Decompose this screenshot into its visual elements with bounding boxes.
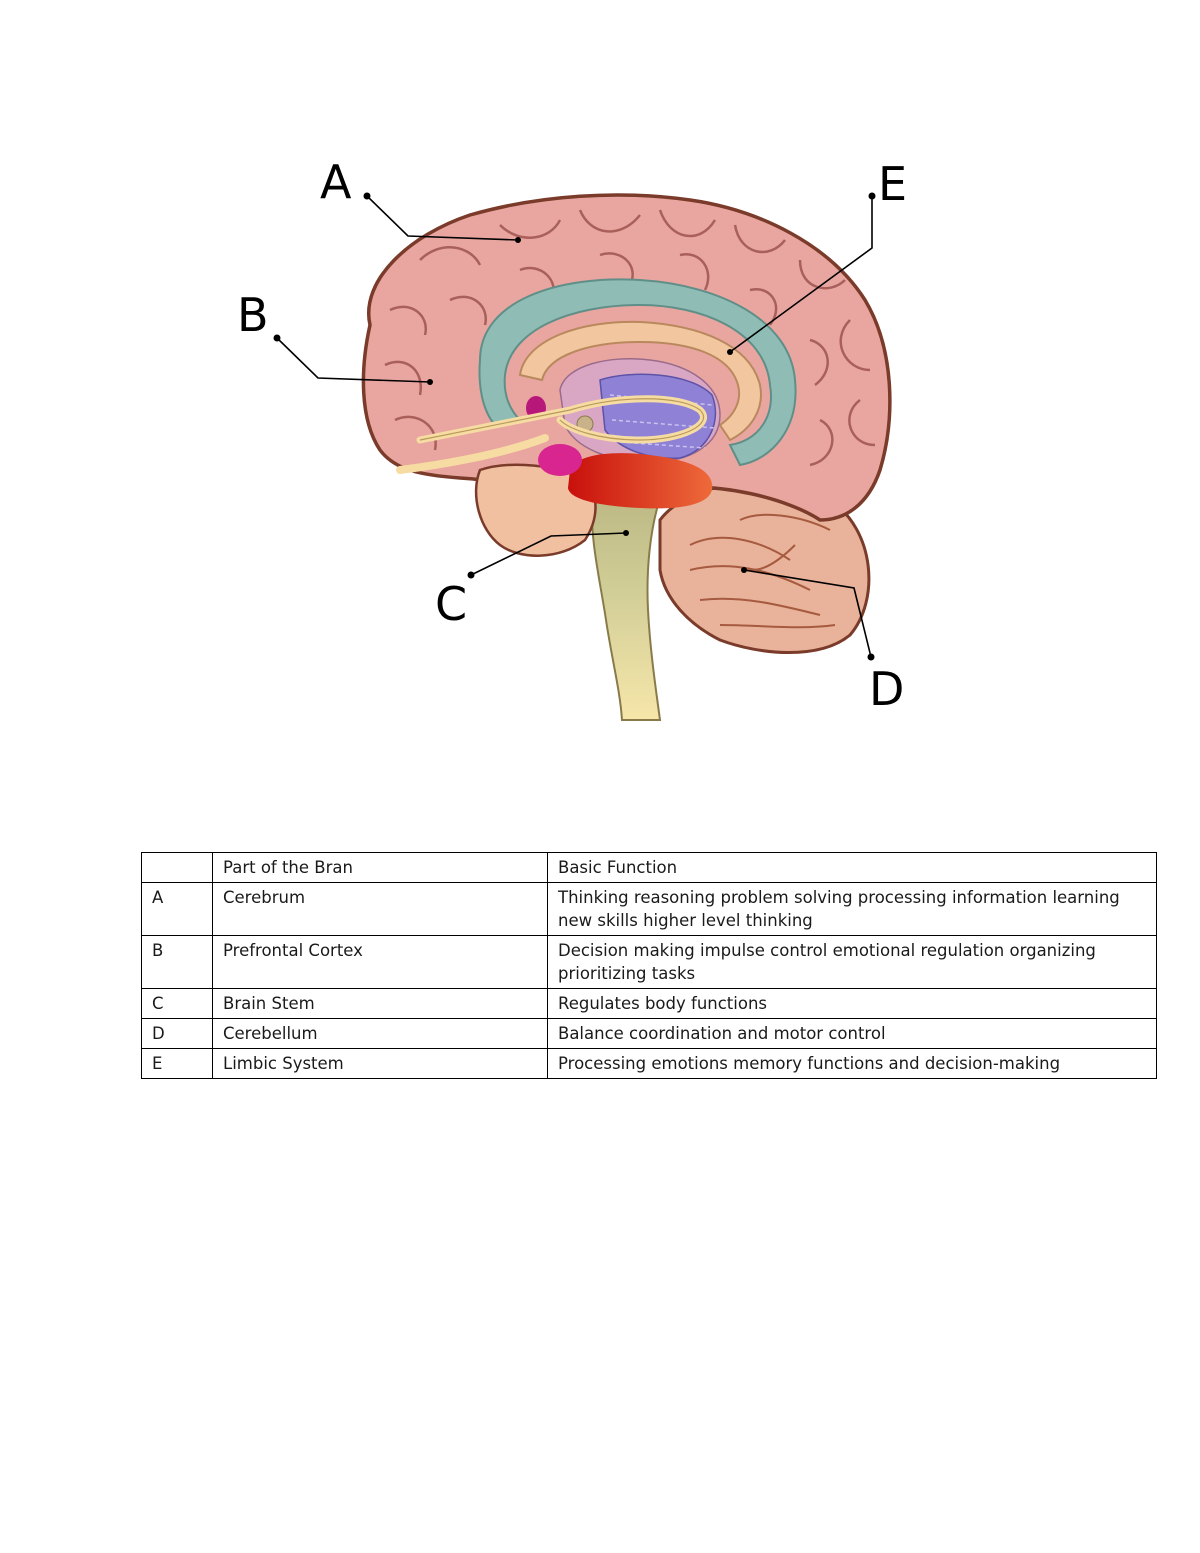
row-letter: A [141,882,213,936]
row-part: Brain Stem [212,988,548,1019]
table-row: A Cerebrum Thinking reasoning problem so… [141,882,1157,936]
leader-lines [276,195,873,658]
row-letter: D [141,1018,213,1049]
header-letter [141,852,213,883]
row-letter: E [141,1048,213,1079]
brain-stem-shape [590,496,662,721]
row-function: Thinking reasoning problem solving proce… [547,882,1157,936]
row-function: Balance coordination and motor control [547,1018,1157,1049]
row-letter: B [141,935,213,989]
label-e: E [878,157,907,211]
row-function: Decision making impulse control emotiona… [547,935,1157,989]
limbic-system-shape [478,278,797,467]
row-part: Prefrontal Cortex [212,935,548,989]
table-header-row: Part of the Bran Basic Function [141,852,1157,883]
leader-dots [273,192,876,661]
label-c: C [435,577,467,631]
row-part: Limbic System [212,1048,548,1079]
row-letter: C [141,988,213,1019]
header-part: Part of the Bran [212,852,548,883]
header-function: Basic Function [547,852,1157,883]
corpus-callosum-shape [518,320,762,442]
brain-parts-table: Part of the Bran Basic Function A Cerebr… [141,852,1157,1079]
label-d: D [869,662,904,716]
table-row: B Prefrontal Cortex Decision making impu… [141,935,1157,989]
row-function: Processing emotions memory functions and… [547,1048,1157,1079]
table-row: C Brain Stem Regulates body functions [141,988,1157,1019]
brain-diagram: A B C D E [237,155,907,721]
label-a: A [320,155,352,209]
amygdala-shape [538,444,582,476]
table-row: D Cerebellum Balance coordination and mo… [141,1018,1157,1049]
row-part: Cerebellum [212,1018,548,1049]
table-row: E Limbic System Processing emotions memo… [141,1048,1157,1079]
olfactory-tract-shape [396,434,549,474]
label-b: B [237,288,269,342]
row-function: Regulates body functions [547,988,1157,1019]
hypothalamus-shape [568,453,713,509]
row-part: Cerebrum [212,882,548,936]
